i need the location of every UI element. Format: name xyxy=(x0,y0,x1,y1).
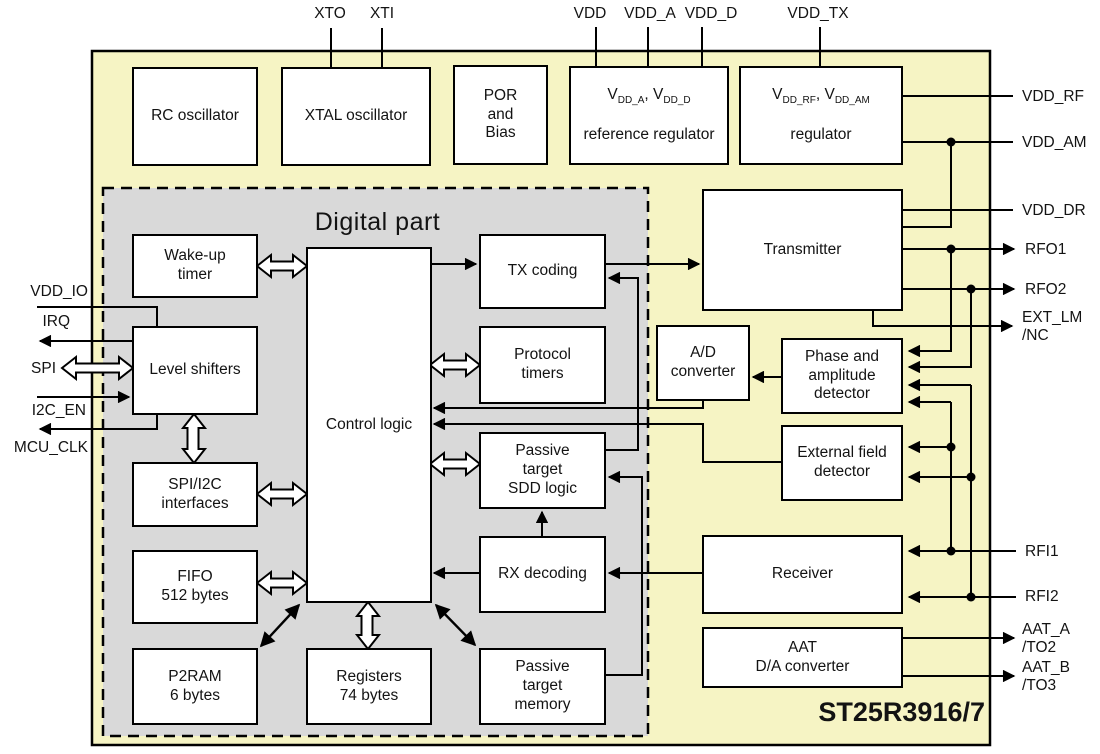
bidirectional-bus-arrows xyxy=(60,252,482,651)
block-control-logic xyxy=(306,247,432,603)
block-reference-regulator xyxy=(569,66,729,165)
extfield-to-ctrl xyxy=(432,417,782,463)
block-xtal-oscillator xyxy=(281,67,431,166)
block-ad-converter xyxy=(656,325,750,401)
block-spi-i2c-interfaces xyxy=(132,462,258,527)
digital-part-title: Digital part xyxy=(314,208,441,236)
block-wakeup-timer xyxy=(132,234,258,298)
rfo2-to-phase xyxy=(907,289,972,374)
block-aat-da-converter xyxy=(702,627,903,688)
block-tx-coding xyxy=(479,234,606,309)
ctrl-p2ram-arrow xyxy=(259,603,301,648)
block-registers xyxy=(306,648,432,725)
block-passive-target-sdd-logic xyxy=(479,432,606,509)
mcu-clk-line xyxy=(38,414,158,436)
block-phase-amplitude-detector xyxy=(781,338,903,414)
adc-to-ctrl xyxy=(432,400,704,415)
ext-lm-line xyxy=(872,310,1014,333)
vdd-io-line xyxy=(37,306,158,327)
connection-lines xyxy=(37,27,1016,683)
block-p2ram xyxy=(132,648,258,725)
block-rf-am-regulator xyxy=(739,66,903,165)
block-level-shifters xyxy=(132,326,258,415)
block-rx-decoding xyxy=(479,536,606,613)
blocks xyxy=(132,65,903,725)
vdd-am-feed xyxy=(902,142,952,228)
block-external-field-detector xyxy=(781,425,903,501)
sdd-to-txcoding xyxy=(605,271,639,451)
rfo1-to-phase xyxy=(907,249,952,358)
block-passive-target-memory xyxy=(479,648,606,725)
block-protocol-timers xyxy=(479,326,606,404)
chip-name: ST25R3916/7 xyxy=(818,697,985,727)
junction-dots xyxy=(946,137,976,602)
block-transmitter xyxy=(702,189,903,311)
ctrl-memory-arrow xyxy=(434,603,477,647)
block-receiver xyxy=(702,535,903,614)
block-rc-oscillator xyxy=(132,67,258,166)
memory-to-sdd xyxy=(605,470,643,676)
block-fifo xyxy=(132,550,258,624)
block-por-bias xyxy=(453,65,548,165)
